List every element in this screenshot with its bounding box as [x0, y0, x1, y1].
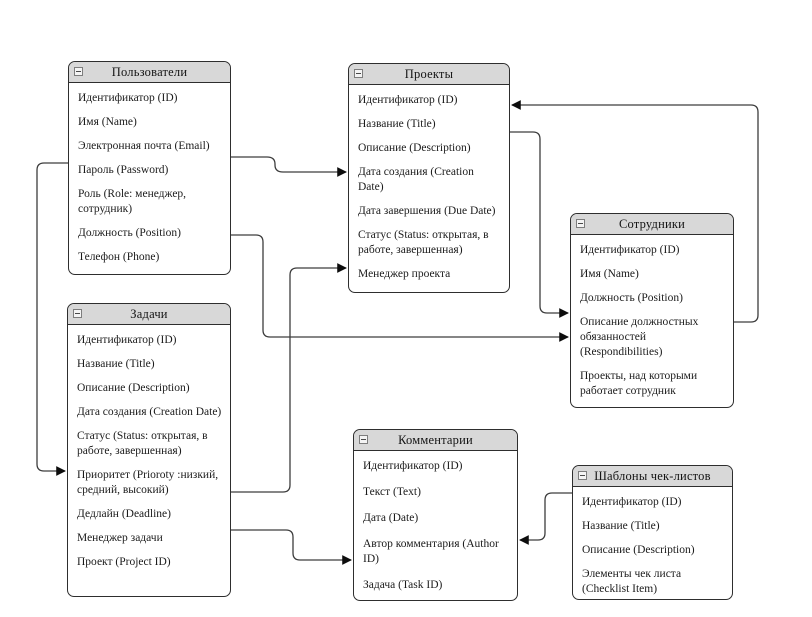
entity-projects-fields: Идентификатор (ID) Название (Title) Опис… [349, 85, 509, 286]
entity-field: Идентификатор (ID) [358, 94, 458, 106]
connector-users-tasks [36, 162, 68, 476]
entity-field: Менеджер проекта [358, 268, 451, 280]
entity-field: Должность (Position) [580, 292, 683, 304]
entity-checklist-templates-title: Шаблоны чек-листов [594, 468, 711, 483]
collapse-minus-icon[interactable] [576, 219, 585, 228]
collapse-minus-icon[interactable] [74, 67, 83, 76]
entity-field: Статус (Status: открытая, в работе, заве… [358, 229, 489, 256]
entity-field: Дата (Date) [363, 512, 419, 524]
entity-tasks-title: Задачи [130, 306, 168, 321]
entity-comments-fields: Идентификатор (ID) Текст (Text) Дата (Da… [354, 451, 517, 600]
entity-field: Автор комментария (Author ID) [363, 538, 499, 565]
connector-users-projects [231, 156, 347, 177]
entity-field: Описание (Description) [358, 142, 471, 154]
entity-tasks[interactable]: Задачи Идентификатор (ID) Название (Titl… [67, 303, 231, 597]
entity-field: Имя (Name) [580, 268, 639, 280]
collapse-minus-icon[interactable] [359, 435, 368, 444]
entity-field: Идентификатор (ID) [580, 244, 680, 256]
connector-projects-employees [510, 131, 569, 318]
entity-employees-title: Сотрудники [618, 216, 686, 231]
entity-field: Дата создания (Creation Date) [358, 166, 474, 193]
entity-field: Электронная почта (Email) [78, 140, 210, 152]
entity-users-fields: Идентификатор (ID) Имя (Name) Электронна… [69, 83, 230, 269]
entity-field: Дата завершения (Due Date) [358, 205, 496, 217]
entity-checklist-templates-header[interactable]: Шаблоны чек-листов [573, 466, 732, 487]
entity-field: Описание (Description) [582, 544, 695, 556]
entity-tasks-fields: Идентификатор (ID) Название (Title) Опис… [68, 325, 230, 574]
entity-tasks-header[interactable]: Задачи [68, 304, 230, 325]
entity-field: Должность (Position) [78, 227, 181, 239]
entity-employees-header[interactable]: Сотрудники [571, 214, 733, 235]
entity-field: Название (Title) [582, 520, 660, 532]
entity-field: Статус (Status: открытая, в работе, заве… [77, 430, 208, 457]
entity-employees-fields: Идентификатор (ID) Имя (Name) Должность … [571, 235, 733, 403]
connector-tasks-comments [231, 529, 352, 565]
entity-field: Менеджер задачи [77, 532, 163, 544]
entity-checklist-templates[interactable]: Шаблоны чек-листов Идентификатор (ID) На… [572, 465, 733, 600]
entity-users-header[interactable]: Пользователи [69, 62, 230, 83]
entity-employees[interactable]: Сотрудники Идентификатор (ID) Имя (Name)… [570, 213, 734, 408]
entity-field: Проект (Project ID) [77, 556, 171, 568]
entity-field: Название (Title) [358, 118, 436, 130]
entity-field: Проекты, над которыми работает сотрудник [580, 370, 698, 397]
entity-checklist-templates-fields: Идентификатор (ID) Название (Title) Опис… [573, 487, 732, 599]
entity-field: Идентификатор (ID) [582, 496, 682, 508]
entity-users-title: Пользователи [111, 64, 188, 79]
collapse-minus-icon[interactable] [73, 309, 82, 318]
entity-field: Роль (Role: менеджер, сотрудник) [78, 188, 187, 215]
entity-projects[interactable]: Проекты Идентификатор (ID) Название (Tit… [348, 63, 510, 293]
entity-field: Описание должностных обязанностей (Respo… [580, 316, 699, 358]
entity-field: Дедлайн (Deadline) [77, 508, 171, 520]
entity-comments-title: Комментарии [398, 432, 473, 447]
entity-field: Идентификатор (ID) [363, 460, 463, 472]
entity-comments-header[interactable]: Комментарии [354, 430, 517, 451]
entity-field: Идентификатор (ID) [77, 334, 177, 346]
connector-templates-comments [519, 492, 572, 545]
entity-field: Элементы чек листа (Checklist Item) [582, 568, 682, 595]
entity-field: Текст (Text) [363, 486, 421, 498]
entity-field: Задача (Task ID) [363, 579, 443, 591]
entity-field: Идентификатор (ID) [78, 92, 178, 104]
entity-comments[interactable]: Комментарии Идентификатор (ID) Текст (Te… [353, 429, 518, 601]
collapse-minus-icon[interactable] [578, 471, 587, 480]
connector-tasks-projects [231, 263, 347, 493]
entity-field: Дата создания (Creation Date) [77, 406, 222, 418]
entity-projects-header[interactable]: Проекты [349, 64, 509, 85]
entity-users[interactable]: Пользователи Идентификатор (ID) Имя (Nam… [68, 61, 231, 275]
entity-projects-title: Проекты [404, 66, 454, 81]
entity-field: Телефон (Phone) [78, 251, 160, 263]
entity-field: Описание (Description) [77, 382, 190, 394]
entity-field: Приоритет (Prioroty :низкий, средний, вы… [77, 469, 219, 496]
collapse-minus-icon[interactable] [354, 69, 363, 78]
entity-field: Название (Title) [77, 358, 155, 370]
entity-field: Имя (Name) [78, 116, 137, 128]
entity-field: Пароль (Password) [78, 164, 169, 176]
